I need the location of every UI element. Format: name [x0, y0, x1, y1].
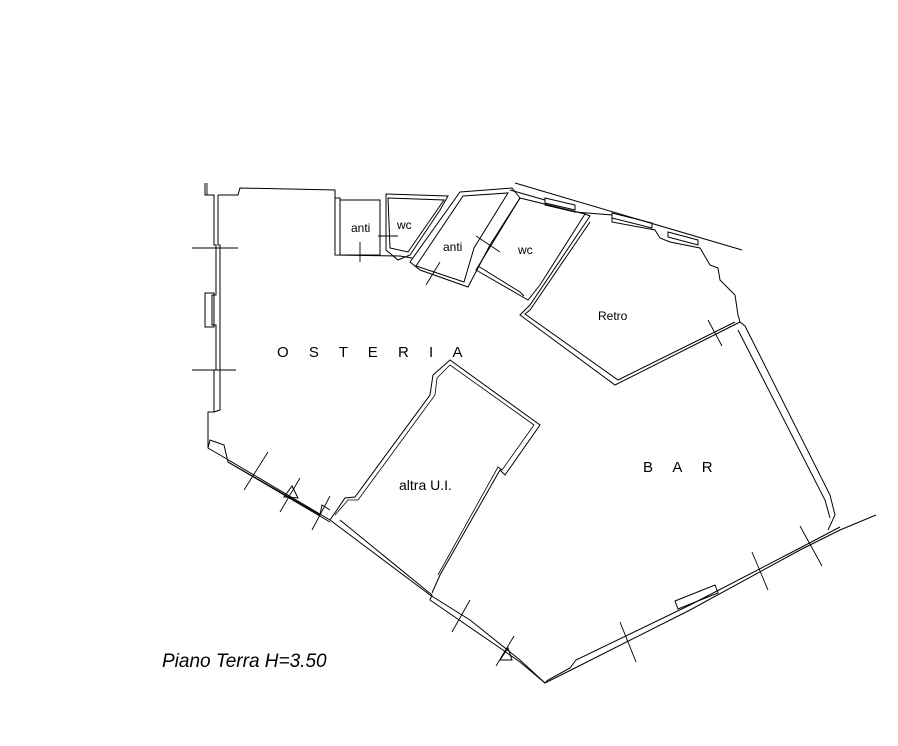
- room-label-wc-2: wc: [517, 243, 533, 257]
- plan-caption: Piano Terra H=3.50: [162, 651, 327, 672]
- retro-room: [519, 213, 741, 386]
- altra-block: [329, 359, 541, 594]
- room-label-osteria: O S T E R I A: [277, 344, 470, 361]
- room-label-wc-1: wc: [396, 218, 412, 232]
- room-label-retro: Retro: [598, 309, 628, 323]
- service-rooms: [335, 187, 586, 301]
- top-walls: [218, 182, 743, 323]
- bar-right-wall: [737, 321, 836, 531]
- room-label-altra-ui: altra U.I.: [399, 477, 452, 493]
- room-label-anti-1: anti: [351, 221, 370, 235]
- wall-ticks: [192, 183, 823, 667]
- room-label-bar: B A R: [643, 459, 721, 476]
- room-label-anti-2: anti: [443, 240, 462, 254]
- outer-walls: [204, 183, 877, 684]
